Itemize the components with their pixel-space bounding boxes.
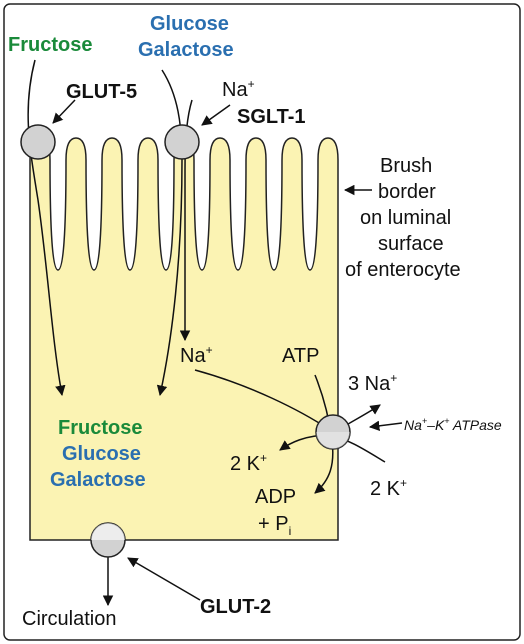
label-glucose-lumen: Glucose — [150, 13, 229, 35]
label-fructose-cell: Fructose — [58, 417, 142, 439]
label-atp: ATP — [282, 345, 319, 367]
glut5-transporter — [20, 124, 56, 160]
na-k-atpase-pump — [315, 414, 351, 450]
label-adp: ADP — [255, 486, 296, 508]
label-galactose-cell: Galactose — [50, 469, 146, 491]
label-galactose-lumen: Galactose — [138, 39, 234, 61]
label-na-k-atpase: Na+–K+ ATPase — [404, 416, 502, 433]
label-brush-line4: surface — [378, 233, 444, 255]
label-two-k-cell: 2 K+ — [230, 451, 267, 475]
label-sglt1: SGLT-1 — [237, 106, 306, 128]
label-two-k-blood: 2 K+ — [370, 476, 407, 500]
pump-pointer — [368, 420, 403, 432]
label-three-na: 3 Na+ — [348, 371, 397, 395]
label-brush-line3: on luminal — [360, 207, 451, 229]
sglt1-pointer — [201, 104, 231, 126]
glucose-path-arrow — [156, 69, 183, 397]
label-glucose-cell: Glucose — [62, 443, 141, 465]
label-fructose-lumen: Fructose — [8, 34, 92, 56]
label-sodium-lumen: Na+ — [222, 77, 255, 101]
glut2-transporter — [90, 522, 126, 558]
label-glut2: GLUT-2 — [200, 596, 271, 618]
label-brush-line1: Brush — [380, 155, 432, 177]
sglt1-transporter — [164, 124, 200, 160]
label-brush-line5: of enterocyte — [345, 259, 461, 281]
glut5-pointer — [52, 99, 76, 124]
label-glut5: GLUT-5 — [66, 81, 137, 103]
label-circulation: Circulation — [22, 608, 116, 630]
label-sodium-cell: Na+ — [180, 343, 213, 367]
fructose-path-arrow — [27, 59, 66, 397]
label-pi: + Pi — [258, 513, 291, 538]
label-brush-line2: border — [378, 181, 436, 203]
glut2-pointer — [127, 557, 201, 601]
